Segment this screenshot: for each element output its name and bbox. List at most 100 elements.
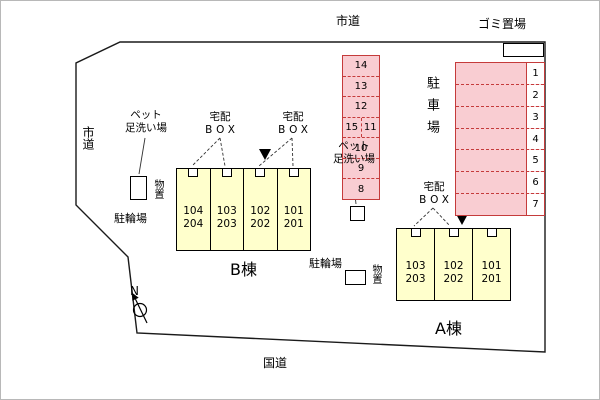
- entrance-porch: [448, 228, 459, 237]
- parking-stall-13: 13: [343, 75, 379, 97]
- parking-lot-label: 駐車場: [424, 76, 439, 142]
- delivery-box-label-b-right: 宅配 BOX: [269, 111, 317, 137]
- stall-area: [456, 150, 526, 171]
- stall-number: 2: [526, 84, 544, 106]
- parking-stall-14: 14: [343, 56, 379, 76]
- stall-number: 9: [357, 163, 365, 175]
- entrance-porch: [255, 168, 266, 177]
- north-compass-icon: [132, 293, 148, 324]
- parking-stall-7: 7: [456, 193, 544, 216]
- parking-block-left: 14 13 12 15 11 10 9 8: [342, 55, 380, 200]
- parking-stall-6: 6: [456, 171, 544, 194]
- pet-wash-line2: 足洗い場: [125, 122, 167, 134]
- parking-stall-5: 5: [456, 149, 544, 172]
- unit-number-1f: 101: [283, 205, 304, 217]
- stall-number: 8: [357, 183, 365, 195]
- building-a: 103 203 102 202 101 201: [396, 228, 511, 301]
- parking-stall-2: 2: [456, 83, 544, 106]
- storage-shed-a: [345, 270, 366, 285]
- entrance-porch: [188, 168, 199, 177]
- stall-number: 13: [354, 80, 368, 92]
- stall-number: 4: [526, 128, 544, 150]
- stall-area: [456, 129, 526, 150]
- road-label-bottom: 国道: [263, 356, 288, 370]
- stall-area: [456, 194, 526, 215]
- unit-number: 101 201: [473, 260, 510, 286]
- building-a-unit-101: 101 201: [472, 228, 510, 300]
- delivery-box-pointer-lines-b-right: [258, 137, 294, 167]
- stall-area: [456, 172, 526, 193]
- road-label-top: 市道: [336, 14, 361, 28]
- garbage-area-label: ゴミ置場: [478, 17, 527, 31]
- delivery-box-pointer-lines-a: [413, 207, 451, 227]
- unit-number-1f: 102: [250, 205, 271, 217]
- north-label: N: [130, 284, 139, 298]
- stall-number: 14: [354, 60, 368, 72]
- stall-number: 5: [526, 150, 544, 172]
- parking-stall-3: 3: [456, 105, 544, 128]
- delivery-box-line1: 宅配: [423, 181, 445, 193]
- entrance-porch: [486, 228, 497, 237]
- parking-stall-9: 9: [343, 157, 379, 179]
- unit-number: 103 203: [397, 260, 434, 286]
- unit-number-1f: 101: [481, 260, 502, 272]
- delivery-box-line2: BOX: [278, 124, 312, 136]
- pet-wash-label-b: ペット 足洗い場: [116, 109, 176, 135]
- pet-wash-line1: ペット: [130, 109, 162, 121]
- stall-number: 10: [354, 142, 368, 154]
- unit-number-2f: 203: [216, 218, 237, 230]
- building-a-label: A棟: [435, 319, 462, 338]
- unit-number: 102 202: [244, 205, 277, 231]
- storage-shed-b: [130, 176, 147, 200]
- stall-number: 1: [526, 63, 544, 84]
- delivery-box-label-b-left: 宅配 BOX: [196, 111, 244, 137]
- storage-label-b: 物置: [152, 179, 163, 199]
- bicycle-parking-label-a: 駐輪場: [309, 257, 342, 270]
- parking-stall-12: 12: [343, 96, 379, 117]
- stall-number: 6: [526, 172, 544, 194]
- building-a-unit-102: 102 202: [434, 228, 472, 300]
- stall-area: [456, 63, 526, 84]
- pet-wash-line1: ペット: [338, 140, 370, 152]
- stall-number: 11: [363, 122, 377, 134]
- pet-wash-line2: 足洗い場: [333, 153, 375, 165]
- bicycle-parking-label-b: 駐輪場: [114, 212, 147, 225]
- stall-number: 7: [526, 194, 544, 216]
- garbage-area-box: [503, 43, 544, 57]
- parking-stall-8: 8: [343, 178, 379, 199]
- delivery-box-pointer-lines-b-left: [191, 137, 226, 167]
- road-label-left: 市道: [81, 126, 95, 150]
- unit-number-2f: 202: [250, 218, 271, 230]
- unit-number-1f: 103: [216, 205, 237, 217]
- parking-block-right: 1 2 3 4 5 6 7: [455, 62, 545, 216]
- delivery-box-label-a: 宅配 BOX: [410, 181, 458, 207]
- stall-number: 3: [526, 106, 544, 128]
- delivery-box-line1: 宅配: [282, 111, 304, 123]
- stall-number: 12: [354, 101, 368, 113]
- parking-stall-10: 10: [343, 137, 379, 158]
- parking-stall-15: 15: [343, 117, 362, 138]
- down-triangle-marker-a: [456, 214, 468, 225]
- building-b-label: B棟: [230, 260, 257, 279]
- entrance-porch: [410, 228, 421, 237]
- stall-number: 15: [345, 122, 359, 134]
- delivery-box-line2: BOX: [205, 124, 239, 136]
- parking-stall-1: 1: [456, 63, 544, 84]
- building-b-unit-103: 103 203: [209, 168, 244, 250]
- unit-number: 104 204: [177, 205, 210, 231]
- building-a-unit-103: 103 203: [397, 228, 434, 300]
- stall-area: [456, 107, 526, 128]
- storage-label-a: 物置: [370, 264, 381, 284]
- unit-number-1f: 103: [405, 260, 426, 272]
- stall-area: [456, 85, 526, 106]
- pet-wash-pointer-line-b: [138, 137, 146, 175]
- building-b: 104 204 103 203 102 202 101 201: [176, 168, 311, 251]
- unit-number-1f: 104: [183, 205, 204, 217]
- building-b-unit-102: 102 202: [243, 168, 277, 250]
- pet-wash-station-a: [350, 206, 365, 221]
- parking-stall-row-15-11: 15 11: [343, 116, 379, 138]
- unit-number-2f: 204: [183, 218, 204, 230]
- delivery-box-line1: 宅配: [209, 111, 231, 123]
- unit-number-2f: 201: [481, 273, 502, 285]
- unit-number-2f: 201: [283, 218, 304, 230]
